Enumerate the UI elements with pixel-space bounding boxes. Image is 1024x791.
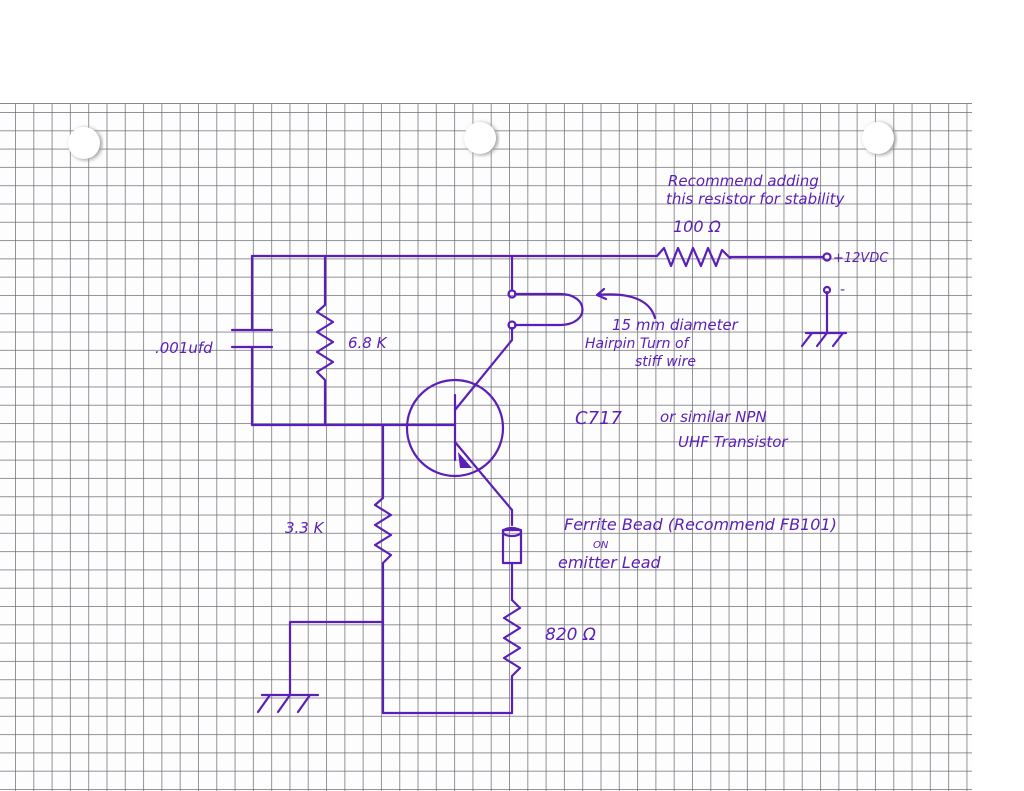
stability-resistor-symbol [655,246,732,268]
supply-label: +12VDC [833,251,889,266]
hairpin-terminal [507,289,517,299]
transistor-desc-line1: or similar NPN [660,408,767,426]
capacitor-symbol [230,254,274,427]
ferrite-bead-note-on: ON [593,540,609,551]
hole-punch [862,122,894,154]
hole-punch [464,122,496,154]
ferrite-bead-note-line2: emitter Lead [558,553,661,572]
capacitor-label: .001ufd [155,339,213,357]
supply-terminal [822,252,832,262]
bias-resistor-label: 3.3 K [285,519,325,537]
hairpin-note-line2: Hairpin Turn of [585,336,691,352]
hairpin-terminal [507,320,517,330]
ferrite-bead-top [501,526,523,538]
bias-resistor-symbol [373,423,393,715]
hairpin-note-line3: stiff wire [635,354,696,370]
supply-negative-label: - [840,282,845,298]
emitter-resistor-label: 820 Ω [545,625,596,645]
recommend-note-line1: Recommend adding [668,172,819,190]
hairpin-coil [510,254,584,327]
supply-ground-symbol [800,331,848,348]
ground-symbol [256,693,320,714]
emitter-resistor-symbol [502,598,522,715]
hairpin-pointer-arrow [595,287,657,320]
ground-wire [288,620,385,697]
supply-negative-terminal [822,285,832,295]
paper-edge [0,103,972,104]
hole-punches [68,122,894,159]
transistor-base [406,393,457,462]
base-resistor-label: 6.8 K [348,334,388,352]
emitter-arrow [458,452,472,468]
transistor-emitter [453,440,514,512]
graph-paper [0,103,972,791]
ferrite-bead-symbol [501,508,523,602]
hairpin-note-line1: 15 mm diameter [612,316,739,334]
recommend-note-line2: this resistor for stability [666,190,846,208]
ferrite-bead-note-line1: Ferrite Bead (Recommend FB101) [564,515,837,534]
transistor-desc-line2: UHF Transistor [678,433,788,451]
transistor-part-label: C717 [575,408,622,429]
base-resistor-symbol [315,254,335,427]
stability-resistor-label: 100 Ω [673,217,722,236]
hole-punch [68,127,100,159]
transistor-collector [453,326,514,412]
transistor-symbol [405,378,505,478]
